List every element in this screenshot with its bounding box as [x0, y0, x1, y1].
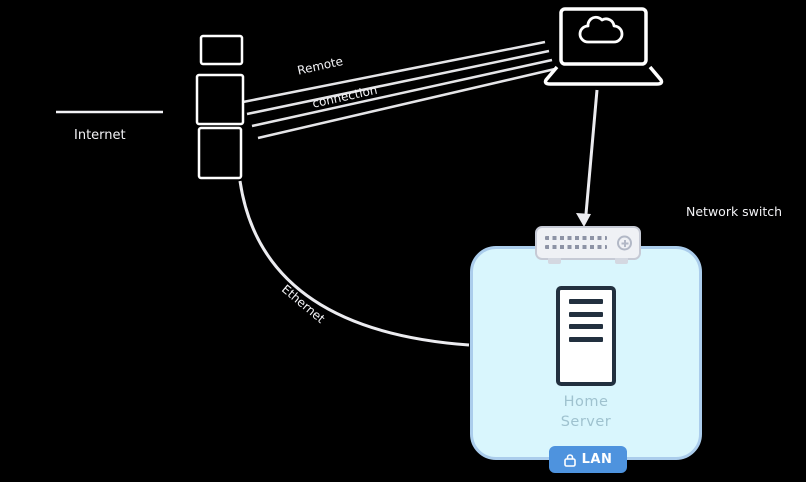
desktop-to-lan-link — [238, 180, 470, 347]
switch-ports — [545, 236, 607, 249]
lan-badge: LAN — [549, 446, 627, 473]
lock-icon — [563, 453, 576, 467]
internet-band-link — [242, 40, 556, 140]
switch-icon — [535, 226, 641, 264]
switch-port-row — [545, 245, 607, 249]
server-caption-line2: Server — [560, 414, 612, 430]
laptop-to-switch-link — [576, 89, 599, 227]
desktop-stack-icon — [195, 34, 245, 180]
server-vent — [569, 311, 603, 317]
laptop-icon — [543, 7, 664, 86]
server-icon — [556, 286, 616, 386]
server-vent — [569, 336, 603, 342]
switch-port-row — [545, 236, 607, 240]
server-vent — [569, 324, 603, 329]
cloud-icon — [578, 15, 624, 44]
server-vent — [569, 299, 603, 304]
lan-badge-label: LAN — [581, 452, 613, 467]
switch-label: Network switch — [686, 204, 783, 219]
server-caption: Home Server — [536, 392, 636, 432]
switch-fan-icon — [617, 235, 632, 251]
server-caption-line1: Home — [563, 394, 609, 410]
wan-caption: Internet — [74, 128, 126, 143]
